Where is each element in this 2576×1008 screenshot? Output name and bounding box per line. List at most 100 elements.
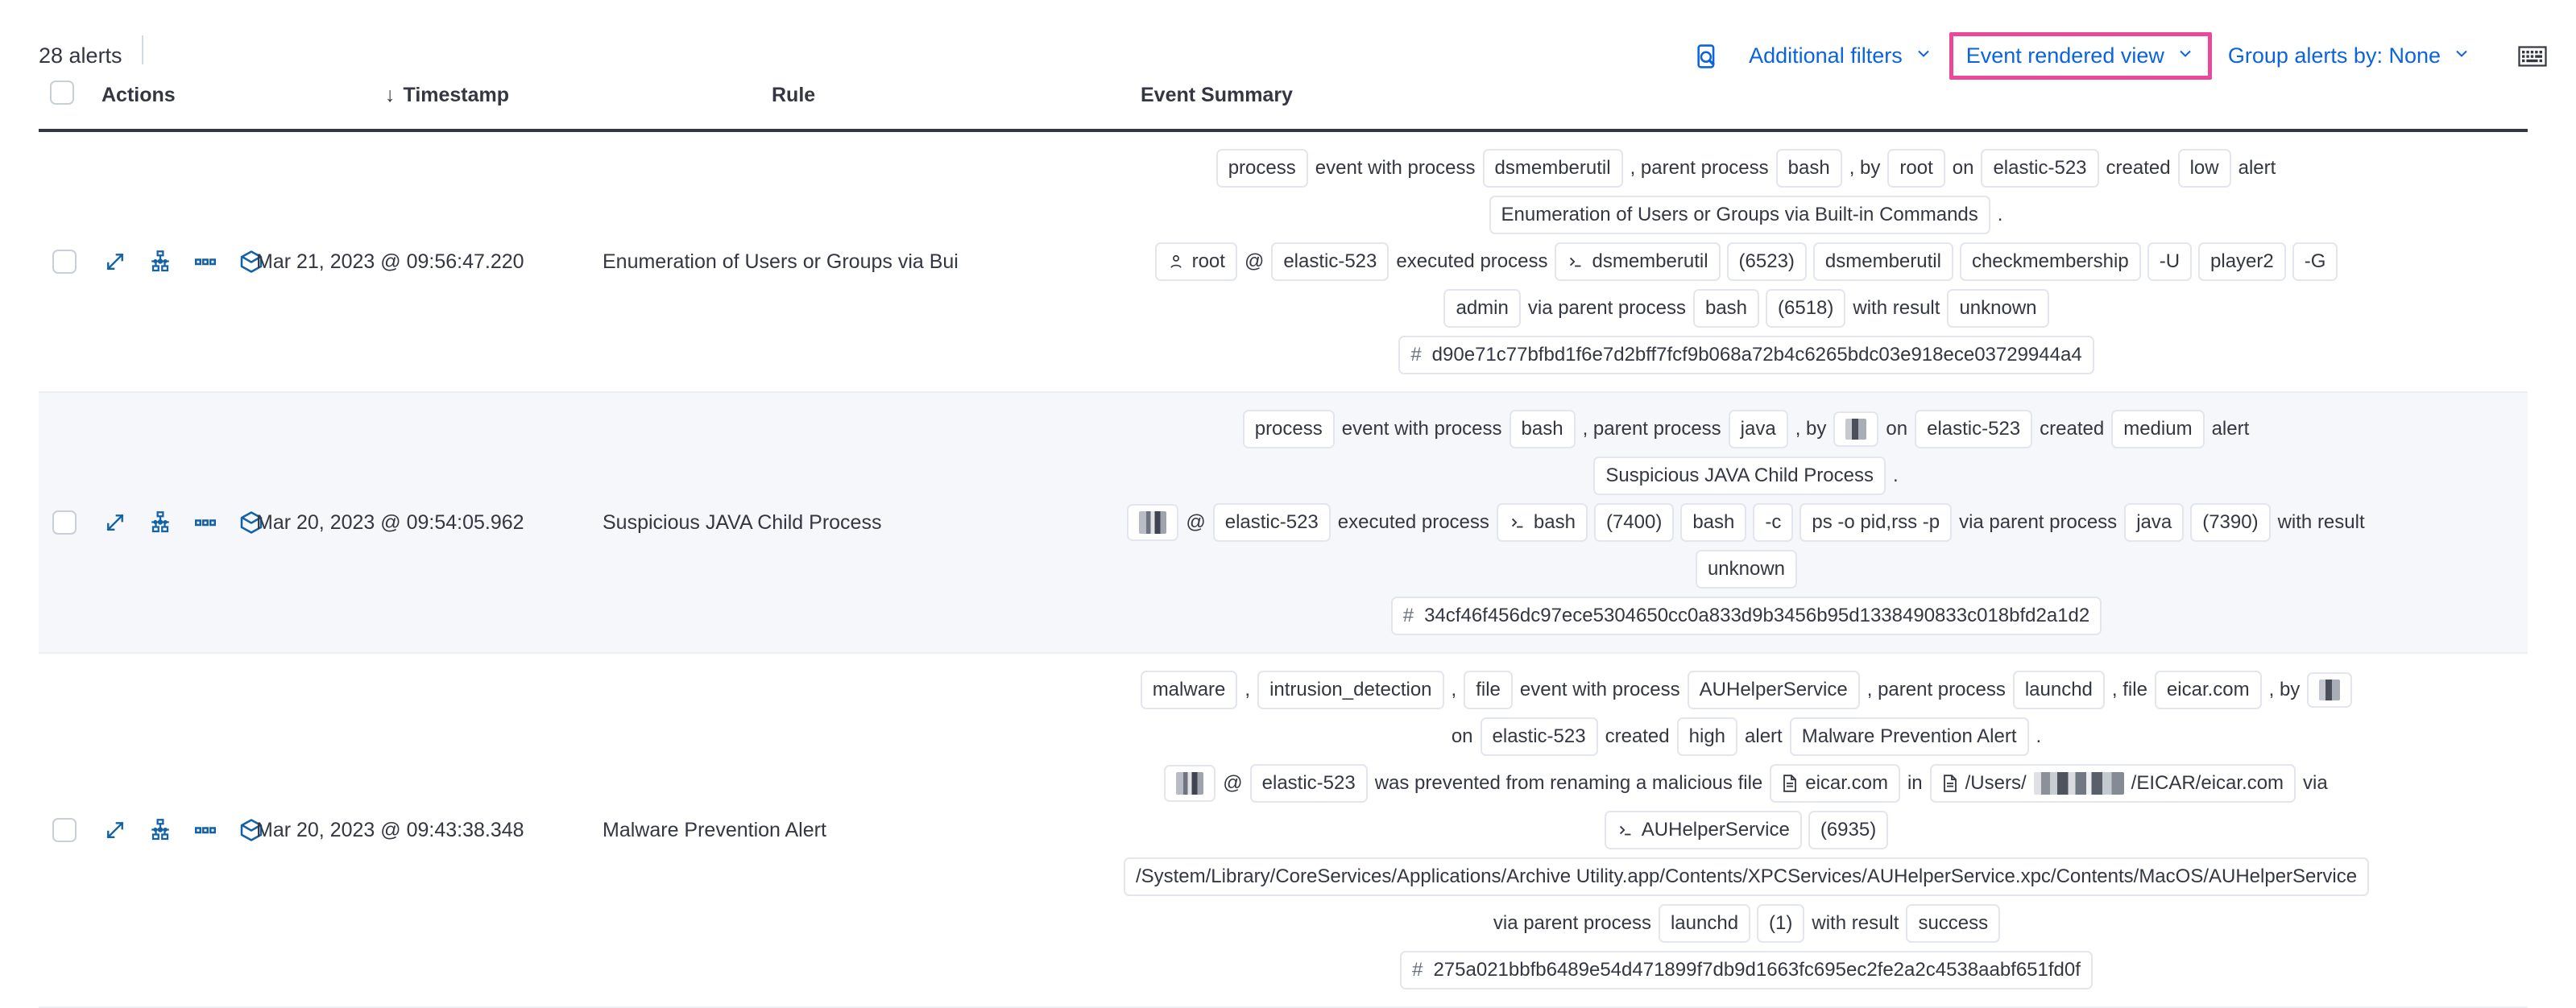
summary-chip[interactable]: Malware Prevention Alert [1789, 717, 2029, 756]
summary-chip[interactable]: (7390) [2190, 503, 2271, 542]
summary-chip[interactable]: (6523) [1726, 242, 1807, 281]
summary-chip[interactable]: process [1242, 410, 1335, 448]
summary-chip[interactable]: #275a021bbfb6489e54d471899f7db9d1663fc69… [1400, 951, 2093, 989]
summary-chip[interactable]: high [1676, 717, 1738, 756]
summary-chip[interactable]: bash [1692, 289, 1760, 328]
session-view-icon[interactable] [148, 509, 172, 536]
summary-chip[interactable]: low [2177, 149, 2231, 188]
summary-chip[interactable]: file [1464, 671, 1513, 709]
event-rendered-view-label: Event rendered view [1965, 43, 2164, 68]
summary-chip[interactable]: eicar.com [2154, 671, 2262, 709]
row-select-checkbox[interactable] [39, 393, 90, 652]
summary-chip[interactable]: Enumeration of Users or Groups via Built… [1489, 196, 1990, 234]
summary-chip[interactable] [1127, 504, 1179, 541]
summary-chip[interactable]: elastic-523 [1915, 410, 2033, 448]
summary-chip[interactable]: intrusion_detection [1257, 671, 1444, 709]
summary-chip[interactable]: AUHelperService [1687, 671, 1860, 709]
summary-chip[interactable]: #34cf46f456dc97ece5304650cc0a833d9b3456b… [1390, 597, 2102, 635]
chip-label: unknown [1959, 297, 2037, 319]
expand-icon[interactable] [103, 816, 127, 844]
summary-chip[interactable]: bash [1509, 410, 1576, 448]
summary-text: alert [1745, 725, 1783, 747]
chip-label: (6523) [1738, 250, 1795, 272]
summary-chip[interactable]: unknown [1947, 289, 2049, 328]
summary-chip[interactable]: ps -o pid,rss -p [1799, 503, 1953, 542]
summary-chip[interactable]: dsmemberutil [1812, 242, 1953, 281]
summary-chip[interactable]: dsmemberutil [1555, 242, 1721, 281]
summary-chip[interactable] [1833, 411, 1879, 447]
summary-chip[interactable]: java [2124, 503, 2185, 542]
redacted-value [2033, 772, 2124, 795]
event-rendered-view-button[interactable]: Event rendered view [1963, 43, 2198, 68]
summary-text: via parent process [1959, 511, 2118, 533]
summary-chip[interactable]: medium [2111, 410, 2205, 448]
summary-chip[interactable]: player2 [2198, 242, 2286, 281]
summary-chip[interactable]: eicar.com [1770, 764, 1900, 803]
summary-chip[interactable]: launchd [1658, 904, 1751, 943]
summary-chip[interactable]: process [1216, 149, 1308, 188]
summary-chip[interactable]: elastic-523 [1249, 764, 1368, 803]
expand-icon[interactable] [103, 509, 127, 536]
row-select-checkbox[interactable] [39, 654, 90, 1006]
summary-chip[interactable]: malware [1140, 671, 1238, 709]
chip-label: 34cf46f456dc97ece5304650cc0a833d9b3456b9… [1424, 605, 2090, 626]
chip-label: high [1688, 725, 1726, 747]
summary-chip[interactable] [1164, 765, 1216, 802]
chip-label: checkmembership [1971, 250, 2129, 272]
more-actions-icon[interactable] [193, 816, 217, 844]
keyboard-shortcuts-icon[interactable] [2512, 38, 2553, 75]
summary-chip[interactable] [2307, 672, 2353, 708]
row-timestamp: Mar 20, 2023 @ 09:43:38.348 [256, 818, 524, 841]
additional-filters-button[interactable]: Additional filters [1737, 39, 1944, 73]
analyzer-cube-icon[interactable] [238, 509, 264, 536]
session-view-icon[interactable] [148, 816, 172, 844]
summary-chip[interactable]: bash [1775, 149, 1842, 188]
summary-chip[interactable]: java [1728, 410, 1788, 448]
table-row[interactable]: Mar 20, 2023 @ 09:43:38.348 Malware Preve… [39, 654, 2528, 1008]
summary-chip[interactable]: (6935) [1808, 811, 1889, 849]
chip-label: d90e71c77bfbd1f6e7d2bff7fcf9b068a72b4c62… [1431, 344, 2082, 366]
summary-chip[interactable]: -G [2292, 242, 2338, 281]
summary-chip[interactable]: unknown [1695, 550, 1798, 589]
summary-chip[interactable]: bash [1680, 503, 1747, 542]
more-actions-icon[interactable] [193, 248, 217, 275]
summary-chip[interactable]: (1) [1757, 904, 1805, 943]
chip-label: intrusion_detection [1269, 679, 1432, 700]
summary-chip[interactable]: checkmembership [1959, 242, 2141, 281]
column-header-timestamp[interactable]: ↓ Timestamp [385, 84, 509, 107]
summary-chip[interactable]: AUHelperService [1604, 811, 1802, 849]
row-select-checkbox[interactable] [39, 132, 90, 391]
analyzer-cube-icon[interactable] [238, 816, 264, 844]
summary-chip[interactable]: (6518) [1766, 289, 1846, 328]
summary-chip[interactable]: dsmemberutil [1482, 149, 1623, 188]
chip-label: /System/Library/CoreServices/Application… [1135, 865, 2358, 887]
summary-chip[interactable]: launchd [2012, 671, 2105, 709]
summary-chip[interactable]: #d90e71c77bfbd1f6e7d2bff7fcf9b068a72b4c6… [1398, 336, 2094, 374]
summary-chip[interactable]: admin [1443, 289, 1521, 328]
summary-chip[interactable]: -U [2147, 242, 2193, 281]
summary-chip[interactable]: root [1887, 149, 1945, 188]
summary-chip[interactable]: root [1154, 242, 1237, 281]
summary-chip[interactable]: Suspicious JAVA Child Process [1593, 456, 1886, 495]
summary-chip[interactable]: success [1906, 904, 2001, 943]
summary-chip[interactable]: /Users//EICAR/eicar.com [1929, 764, 2296, 803]
more-actions-icon[interactable] [193, 509, 217, 536]
summary-chip[interactable]: bash [1496, 503, 1588, 542]
summary-chip[interactable]: elastic-523 [1480, 717, 1598, 756]
summary-chip[interactable]: (7400) [1593, 503, 1675, 542]
analyzer-cube-icon[interactable] [238, 248, 264, 275]
inspect-search-icon[interactable] [1689, 38, 1726, 75]
summary-chip[interactable]: elastic-523 [1212, 503, 1331, 542]
summary-chip[interactable]: /System/Library/CoreServices/Application… [1123, 857, 2370, 896]
summary-chip[interactable]: elastic-523 [1271, 242, 1389, 281]
select-all-checkbox[interactable] [50, 81, 74, 105]
summary-chip[interactable]: elastic-523 [1981, 149, 2099, 188]
chip-label: launchd [2024, 679, 2093, 700]
summary-chip[interactable]: -c [1753, 503, 1794, 542]
expand-icon[interactable] [103, 248, 127, 275]
session-view-icon[interactable] [148, 248, 172, 275]
summary-text: via parent process [1527, 297, 1686, 319]
group-alerts-by-button[interactable]: Group alerts by: None [2217, 39, 2483, 73]
